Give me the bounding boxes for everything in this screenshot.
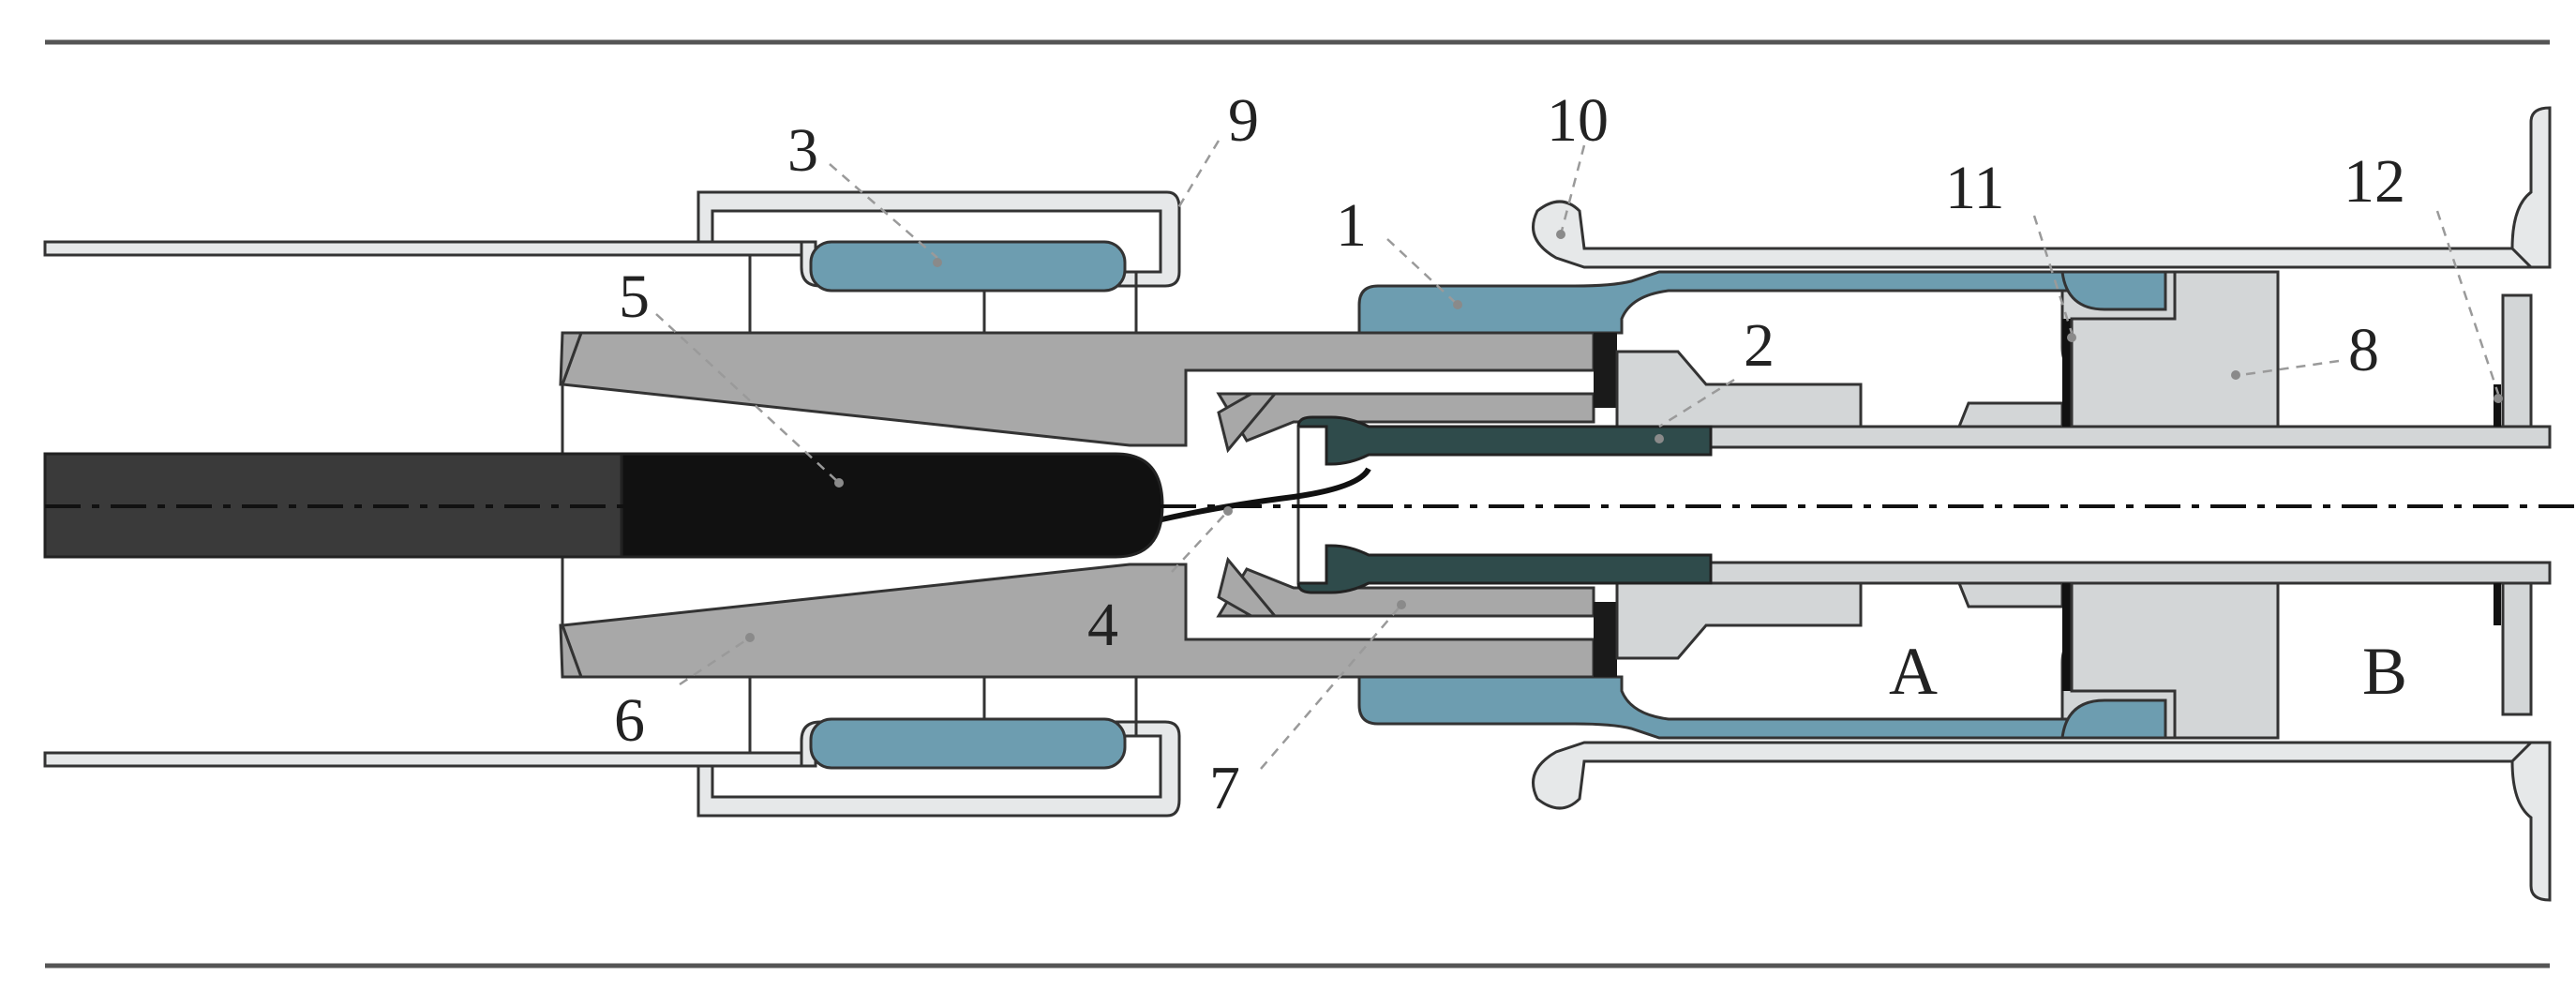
callout-1: 1	[1336, 191, 1367, 260]
callout-5: 5	[619, 263, 650, 331]
light-block	[2070, 270, 2280, 740]
black-rod	[43, 452, 1164, 559]
seal	[1594, 602, 1617, 677]
inner-sleeve	[1216, 392, 1595, 618]
zone-a-label: A	[1889, 634, 1938, 709]
ring-supports	[748, 255, 1138, 753]
grey-body	[559, 331, 1595, 679]
stop-seal	[2494, 384, 2501, 427]
magnet-ring	[809, 240, 1127, 770]
callout-11: 11	[1945, 154, 2005, 222]
callout-3: 3	[787, 116, 818, 185]
light-fitting	[1615, 350, 1863, 660]
callout-2: 2	[1744, 311, 1775, 380]
callout-6: 6	[614, 686, 645, 755]
leader-lines	[655, 140, 2500, 770]
callout-8: 8	[2348, 316, 2379, 384]
zone-b-label: B	[2362, 634, 2407, 709]
blue-collar	[1357, 270, 2116, 740]
stop-seal	[2494, 583, 2501, 625]
nozzle-wire	[1157, 467, 1371, 523]
piston-seal	[2062, 583, 2072, 691]
callout-4: 4	[1087, 591, 1118, 659]
piston-blue	[2060, 270, 2167, 740]
callout-12: 12	[2344, 147, 2405, 216]
callout-10: 10	[1547, 86, 1609, 155]
leader-dots	[745, 230, 2503, 642]
callout-9: 9	[1228, 86, 1259, 155]
right-stop	[2501, 293, 2533, 716]
right-housing	[1532, 106, 2552, 902]
piston-seal	[2062, 319, 2072, 427]
callout-7: 7	[1209, 754, 1240, 822]
seal	[1594, 333, 1617, 408]
dark-nozzle	[1296, 415, 1713, 594]
